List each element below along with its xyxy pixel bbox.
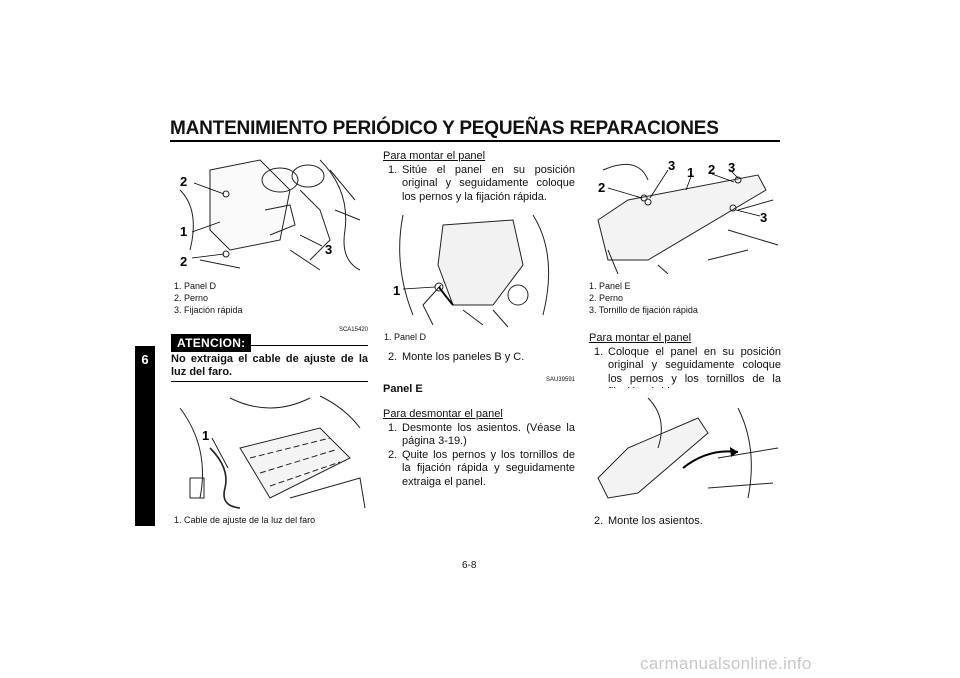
figure-panel-d-mount: 1: [383, 205, 575, 329]
chapter-tab: 6: [135, 346, 155, 526]
warning-rule-bottom: [171, 381, 368, 382]
warning-label: ATENCION:: [171, 334, 252, 352]
figure-caption: 1. Cable de ajuste de la luz del faro: [174, 514, 315, 526]
reference-code: SCA15420: [338, 327, 368, 333]
figure-label: 2: [598, 180, 605, 195]
list-text: Desmonte los asientos. (Véase la página …: [402, 421, 575, 448]
warning-badge: ATENCION:: [171, 334, 252, 352]
column-2-mid: 2. Monte los paneles B y C.: [383, 351, 575, 365]
figure-caption: 1. Panel D: [384, 331, 426, 343]
caption-item: 3. Fijación rápida: [174, 305, 243, 315]
list-item: 2. Monte los asientos.: [589, 515, 781, 529]
page-number: 6-8: [462, 560, 477, 571]
figure-label: 2: [180, 174, 187, 189]
list-text: Sitúe el panel en su posición original y…: [402, 163, 575, 203]
caption-item: 1. Cable de ajuste de la luz del faro: [174, 515, 316, 525]
caption-item: 2. Perno: [589, 293, 624, 303]
warning-text: No extraiga el cable de ajuste de la luz…: [171, 353, 368, 378]
figure-label: 3: [668, 158, 675, 173]
list-item: 2. Monte los paneles B y C.: [383, 351, 575, 365]
caption-item: 2. Perno: [174, 293, 209, 303]
list-text: Quite los pernos y los tornillos de la f…: [402, 448, 575, 488]
column-2-top: Para montar el panel 1. Sitúe el panel e…: [383, 150, 575, 204]
figure-label: 3: [760, 210, 767, 225]
figure-panel-e: 3 1 2 3 2 3: [588, 150, 780, 274]
list-text: Monte los paneles B y C.: [402, 351, 525, 363]
warning-rule: [246, 345, 368, 346]
list-item: 1. Sitúe el panel en su posición origina…: [383, 164, 575, 205]
list-text: Monte los asientos.: [608, 515, 703, 527]
caption-item: 1. Panel D: [384, 332, 427, 342]
figure-label: 3: [325, 242, 332, 257]
subheading-remove: Para desmontar el panel: [383, 408, 503, 420]
subheading-mount: Para montar el panel: [589, 332, 692, 344]
figure-cable: 1: [170, 388, 368, 512]
figure-label: 3: [728, 160, 735, 175]
list-number: 1.: [388, 163, 398, 176]
figure-panel-e-mount: [588, 388, 780, 512]
figure-label: 2: [708, 162, 715, 177]
column-3-bottom: 2. Monte los asientos.: [589, 515, 781, 529]
list-number: 2.: [388, 351, 398, 363]
figure-panel-d: 2 1 2 3: [170, 150, 368, 276]
figure-caption: 1. Panel E 2. Perno 3. Tornillo de fijac…: [589, 280, 698, 316]
figure-label: 1: [180, 224, 187, 239]
watermark-footer: carmanualsonline.info: [640, 654, 812, 673]
list-number: 2.: [594, 515, 604, 527]
page-title: MANTENIMIENTO PERIÓDICO Y PEQUEÑAS REPAR…: [170, 118, 719, 139]
list-number: 1.: [594, 345, 604, 358]
column-2-bottom: Para desmontar el panel 1. Desmonte los …: [383, 408, 575, 489]
figure-label: 2: [180, 254, 187, 269]
caption-item: 3. Tornillo de fijación rápida: [589, 305, 698, 315]
list-item: 2. Quite los pernos y los tornillos de l…: [383, 449, 575, 490]
caption-item: 1. Panel D: [174, 281, 217, 291]
figure-label: 1: [202, 428, 209, 443]
reference-code: SAU39591: [545, 377, 575, 383]
figure-label: 1: [687, 165, 694, 180]
title-rule: [170, 140, 780, 142]
column-3-top: Para montar el panel 1. Coloque el panel…: [589, 332, 781, 400]
figure-label: 1: [393, 283, 400, 298]
figure-caption: 1. Panel D 2. Perno 3. Fijación rápida: [174, 280, 243, 316]
subheading-mount: Para montar el panel: [383, 150, 486, 162]
section-heading: Panel E: [383, 383, 423, 395]
list-item: 1. Desmonte los asientos. (Véase la pági…: [383, 422, 575, 449]
list-number: 2.: [388, 448, 398, 461]
list-number: 1.: [388, 421, 398, 434]
caption-item: 1. Panel E: [589, 281, 631, 291]
